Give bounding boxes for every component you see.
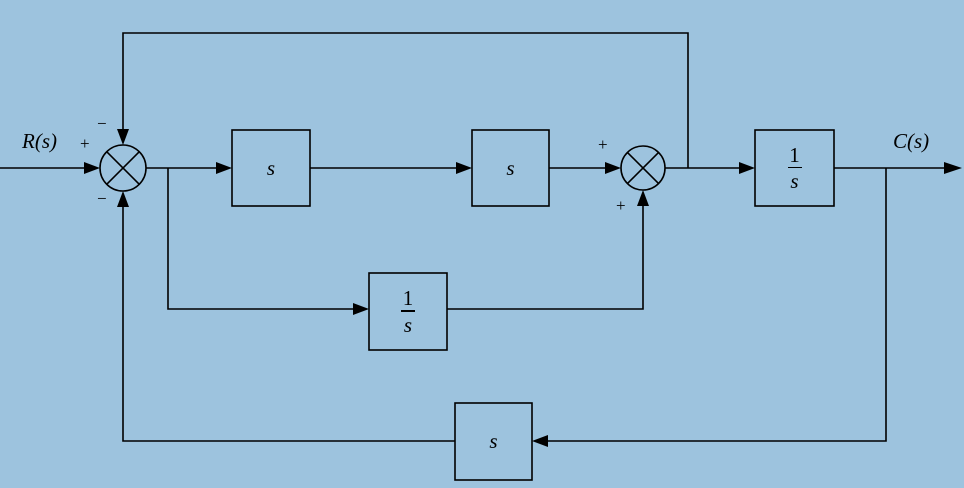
forward-block-1-label: s	[232, 130, 310, 206]
feedback-block-label: s	[455, 403, 532, 480]
forward-block-2-text: s	[506, 155, 515, 180]
arrowhead-integrator	[739, 162, 755, 174]
input-label: R(s)	[22, 129, 57, 153]
output-label: C(s)	[893, 129, 930, 153]
forward-block-2	[471, 129, 550, 207]
parallel-integrator-denominator: s	[403, 312, 413, 337]
arrowhead-block2	[456, 162, 472, 174]
parallel-integrator-fraction-bar	[401, 310, 415, 312]
top-feedback-wire	[122, 32, 689, 168]
right-sum-cross-b	[626, 151, 660, 185]
forward-block-2-label: s	[472, 130, 549, 206]
parallel-integrator-numerator: 1	[402, 286, 414, 311]
parallel-branch-wire-out	[447, 205, 644, 310]
output-integrator-denominator: s	[790, 169, 799, 194]
input-arrowhead	[84, 162, 100, 174]
bottom-feedback-wire-in	[546, 168, 887, 442]
top-feedback-arrowhead	[117, 129, 129, 145]
parallel-branch-wire-in	[167, 168, 355, 310]
right-sum-bottom-arrowhead	[637, 190, 649, 206]
arrowhead-block1	[216, 162, 232, 174]
output-arrowhead	[944, 162, 962, 174]
bottom-feedback-block-arrowhead	[532, 435, 548, 447]
forward-block-1-text: s	[266, 155, 276, 180]
feedback-block-text: s	[489, 429, 498, 454]
left-sum-cross-b	[106, 151, 140, 185]
left-sum-sign-left: +	[80, 134, 90, 153]
arrowhead-right-sum-left	[605, 162, 621, 174]
output-integrator-fraction-bar	[787, 166, 802, 169]
parallel-integrator-label: 1 s	[369, 273, 447, 350]
parallel-branch-arrowhead	[353, 303, 369, 315]
left-sum-bottom-arrowhead	[117, 191, 129, 207]
left-sum-sign-bottom: −	[97, 189, 107, 208]
bottom-feedback-wire-out	[122, 206, 455, 442]
output-integrator-numerator: 1	[789, 142, 800, 167]
right-sum-sign-bottom: +	[616, 196, 626, 215]
right-sum-sign-left: +	[598, 135, 608, 154]
output-integrator-label: 1 s	[755, 130, 834, 206]
left-sum-sign-top: −	[97, 114, 107, 133]
